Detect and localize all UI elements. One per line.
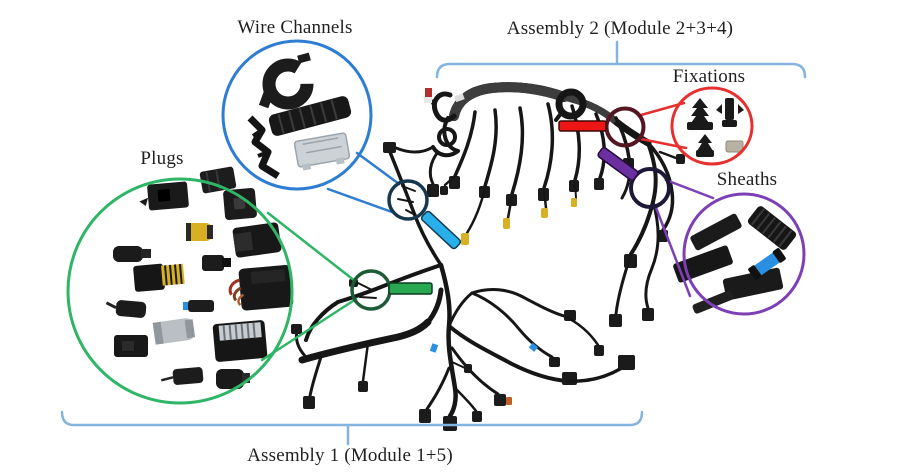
- sheath-zoom-circle: [629, 167, 671, 209]
- sheath-highlight-bar: [597, 147, 639, 181]
- fixations-label: Fixations: [672, 66, 746, 87]
- sheaths-label: Sheaths: [716, 169, 778, 190]
- plugs-circle: [66, 177, 294, 405]
- assembly-1-label: Assembly 1 (Module 1+5): [247, 445, 453, 466]
- plug-highlight-bar: [388, 282, 433, 295]
- sheaths-callout-lines: [653, 178, 715, 298]
- plugs-callout-lines: [260, 211, 358, 362]
- sheaths-photo: [673, 206, 797, 314]
- assembly-2-bracket: [435, 40, 807, 79]
- fixation-highlight-bar: [558, 120, 607, 132]
- wire-channels-circle: [221, 39, 373, 191]
- fixations-circle: [670, 86, 754, 166]
- plugs-label: Plugs: [140, 148, 184, 169]
- assembly-2-label: Assembly 2 (Module 2+3+4): [506, 18, 734, 39]
- wire-channels-photo: [247, 52, 352, 179]
- sheaths-circle: [682, 192, 806, 316]
- assembly-1-bracket: [60, 410, 644, 446]
- wire-channels-label: Wire Channels: [237, 17, 353, 38]
- fixations-photo: [687, 98, 744, 157]
- annotation-overlays: [60, 39, 807, 446]
- plugs-photo: [105, 166, 294, 389]
- wire-channel-highlight-bar: [420, 210, 462, 250]
- fixations-callout-lines: [639, 101, 688, 150]
- wire-channels-callout-lines: [326, 151, 401, 214]
- main-harness-photo: [291, 82, 685, 431]
- wire-channel-zoom-circle: [387, 179, 429, 221]
